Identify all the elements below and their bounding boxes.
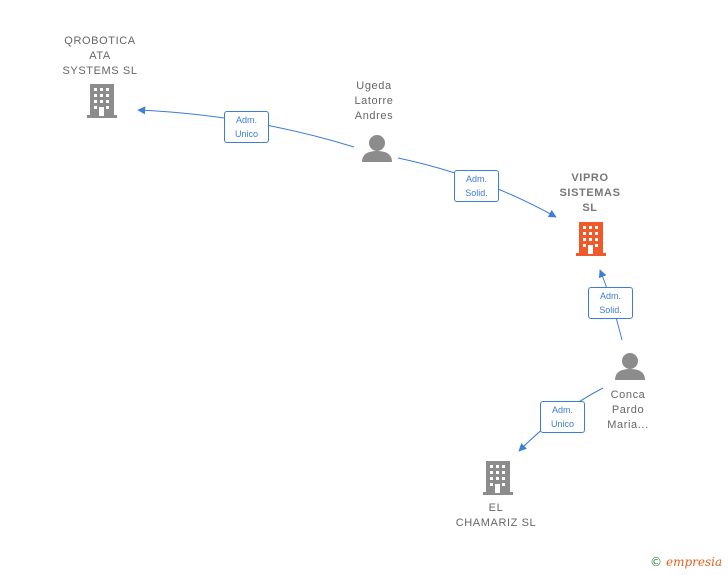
empresia-logo: © empresia [650, 555, 722, 569]
edge-label-adm-unico: Adm. Unico [540, 401, 585, 433]
person-icon [615, 353, 645, 380]
brand-name: mpresia [673, 555, 723, 569]
building-icon [483, 461, 513, 495]
edge-label-adm-solid: Adm. Solid. [588, 287, 633, 319]
node-label-vipro: VIPRO SISTEMAS SL [559, 172, 621, 214]
building-icon [87, 84, 117, 118]
brand-initial: e [666, 555, 674, 569]
node-label-chamariz: EL CHAMARIZ SL [455, 502, 537, 529]
person-icon [362, 135, 392, 162]
copyright-icon: © [650, 555, 662, 569]
edge-label-adm-solid: Adm. Solid. [454, 170, 499, 202]
node-label-qrobotica: QROBOTICA ATA SYSTEMS SL [62, 35, 138, 77]
edge-label-adm-unico: Adm. Unico [224, 111, 269, 143]
node-label-ugeda: Ugeda Latorre Andres [354, 80, 394, 122]
building-icon [576, 222, 606, 256]
node-label-conca: Conca Pardo Maria... [607, 389, 649, 431]
